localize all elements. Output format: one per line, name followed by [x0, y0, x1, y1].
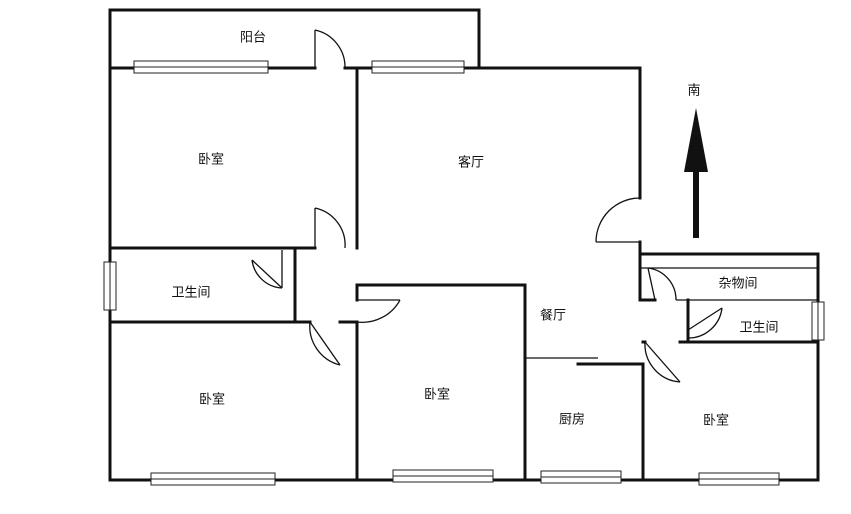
- room-label-bedroom-s: 卧室: [423, 387, 451, 403]
- walls: [108, 8, 820, 482]
- windows: [103, 60, 825, 486]
- room-label-bedroom-se: 卧室: [702, 413, 730, 429]
- room-label-living-room: 客厅: [457, 155, 485, 171]
- room-label-bathroom-e: 卫生间: [739, 320, 779, 336]
- north-arrow-icon: [684, 108, 708, 238]
- room-label-storage-room: 杂物间: [718, 276, 758, 292]
- room-label-kitchen: 厨房: [558, 412, 586, 428]
- room-label-bedroom-nw: 卧室: [197, 152, 225, 168]
- room-label-bedroom-sw: 卧室: [198, 392, 226, 408]
- doors: [251, 29, 723, 383]
- room-label-balcony: 阳台: [239, 30, 267, 46]
- room-label-bathroom-w: 卫生间: [171, 285, 211, 301]
- room-label-dining-room: 餐厅: [539, 308, 567, 324]
- compass-label: 南: [687, 83, 701, 99]
